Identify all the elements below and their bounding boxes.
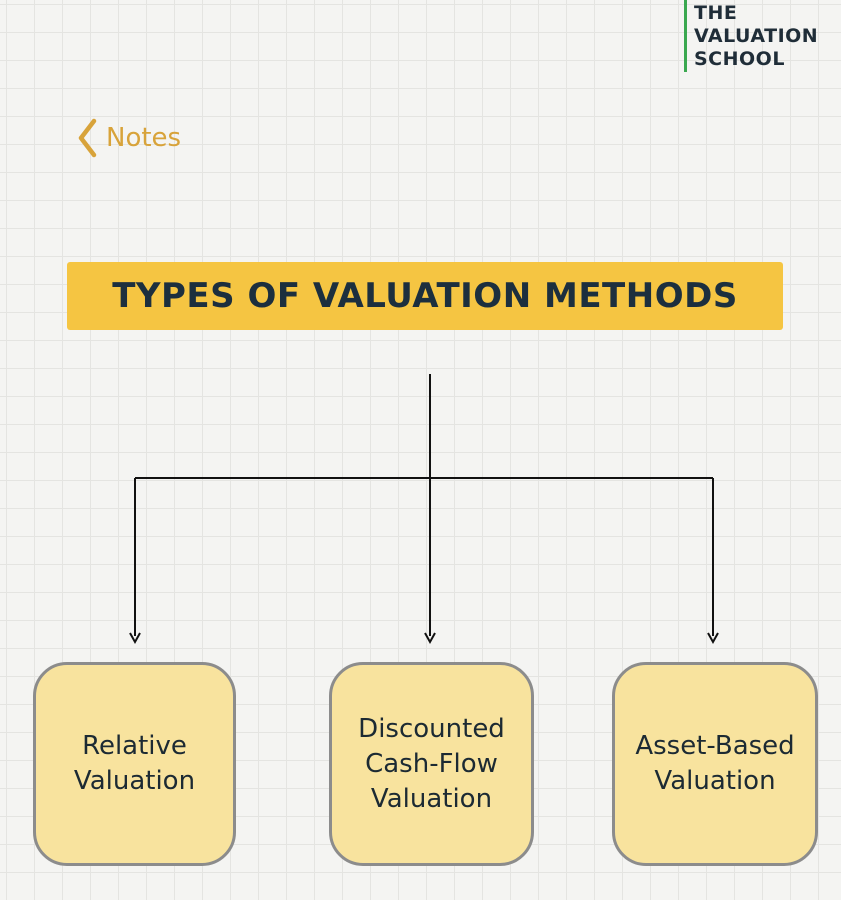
- arrowhead-dcf: [424, 632, 436, 645]
- back-label: Notes: [106, 123, 182, 153]
- chevron-left-icon: [78, 118, 97, 158]
- dcf-valuation-node: Discounted Cash-Flow Valuation: [329, 662, 534, 866]
- back-to-notes-button[interactable]: Notes: [76, 118, 181, 158]
- logo-line-1: THE: [694, 1, 738, 24]
- node-label: Relative Valuation: [73, 731, 196, 796]
- asset-based-valuation-node: Asset-Based Valuation: [612, 662, 818, 866]
- brand-logo: THE VALUATION SCHOOL: [684, 0, 818, 72]
- logo-line-2: VALUATION: [694, 24, 819, 47]
- diagram-title: TYPES OF VALUATION METHODS: [112, 276, 738, 316]
- arrowhead-asset: [707, 632, 719, 645]
- relative-valuation-node: Relative Valuation: [33, 662, 236, 866]
- logo-line-3: SCHOOL: [694, 47, 785, 70]
- diagram-title-box: TYPES OF VALUATION METHODS: [67, 262, 783, 330]
- node-label: Asset-Based Valuation: [635, 731, 795, 796]
- arrowhead-relative: [129, 632, 141, 645]
- node-label: Discounted Cash-Flow Valuation: [358, 713, 505, 814]
